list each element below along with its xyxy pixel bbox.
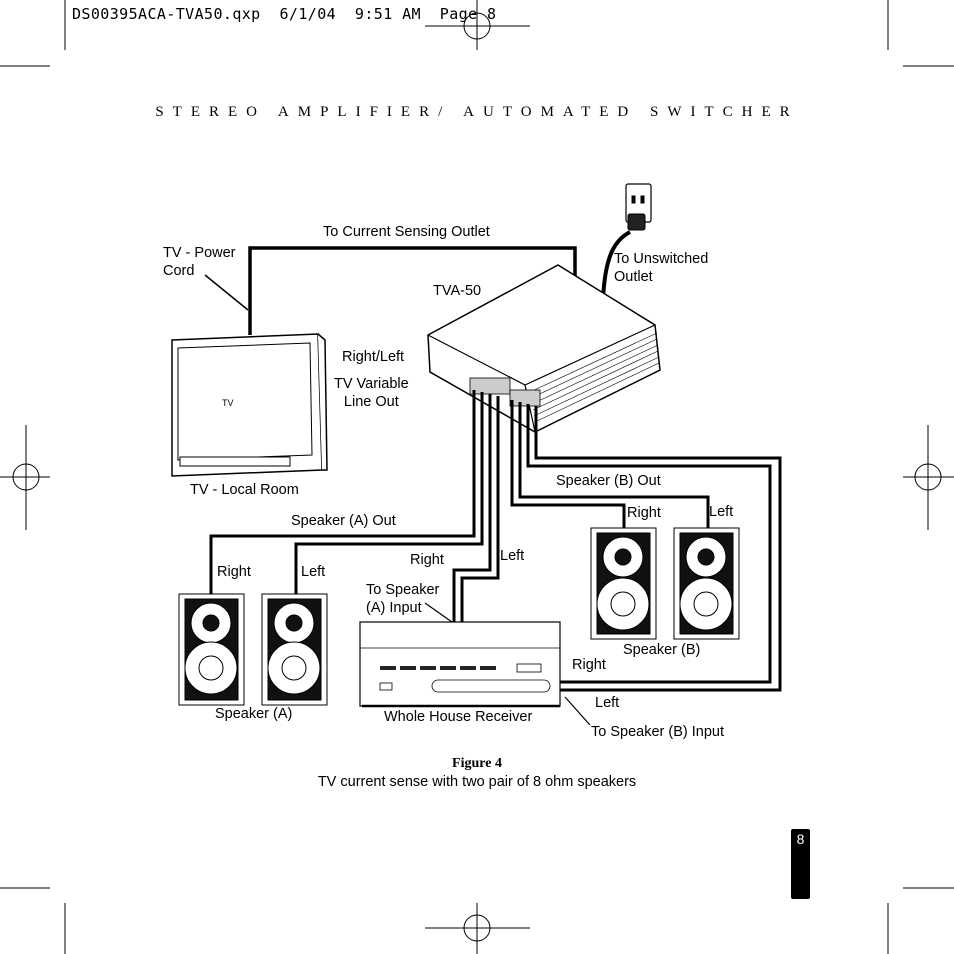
- label-tv-local-room: TV - Local Room: [190, 482, 299, 498]
- page-number: 8: [796, 831, 805, 847]
- label-right-a: Right: [217, 564, 251, 580]
- label-to-speaker-b-input: To Speaker (B) Input: [591, 724, 724, 740]
- label-tv-power-cord: TV - Power Cord: [163, 245, 236, 279]
- label-whole-house-receiver: Whole House Receiver: [384, 709, 533, 725]
- figure-caption: TV current sense with two pair of 8 ohm …: [317, 774, 637, 790]
- tv-set: [171, 333, 328, 477]
- label-to-current-sensing-outlet: To Current Sensing Outlet: [323, 224, 490, 240]
- label-right-b-top: Right: [627, 505, 661, 521]
- label-right-left: Right/Left: [342, 349, 405, 365]
- speaker-a-right: [178, 593, 245, 706]
- speaker-b-right: [590, 527, 657, 640]
- power-cord-unswitched: [601, 230, 632, 301]
- label-speaker-a: Speaker (A): [215, 706, 293, 722]
- label-speaker-a-out: Speaker (A) Out: [291, 513, 396, 529]
- label-tv: TV: [222, 398, 234, 408]
- speaker-a-left: [261, 593, 328, 706]
- label-tva50: TVA-50: [433, 283, 482, 299]
- wall-outlet: [625, 183, 652, 231]
- label-tv-variable-line-out: TV Variable Line Out: [334, 376, 409, 410]
- page-header: STEREO AMPLIFIER/ AUTOMATED SWITCHER: [155, 104, 799, 120]
- receiver-input-wires: [452, 394, 500, 622]
- label-right-receiver: Right: [410, 552, 444, 568]
- figure-title: Figure 4: [452, 756, 502, 771]
- label-speaker-b-out: Speaker (B) Out: [556, 473, 661, 489]
- speaker-a-wires: [209, 390, 484, 594]
- whole-house-receiver: [359, 621, 561, 708]
- label-left-b-top: Left: [709, 504, 734, 520]
- label-left-a: Left: [301, 564, 326, 580]
- page-number-tab: 8: [791, 829, 810, 899]
- receiver-b-input-wires: [526, 404, 782, 692]
- speaker-a-input-leader: [424, 602, 453, 623]
- speaker-b-left: [673, 527, 740, 640]
- tv-power-cord-leader: [204, 274, 249, 311]
- label-left-receiver: Left: [500, 548, 525, 564]
- label-to-speaker-a-input: To Speaker (A) Input: [366, 582, 440, 616]
- label-right-b-bottom: Right: [572, 657, 606, 673]
- speaker-b-input-leader: [564, 696, 591, 726]
- slug-line: DS00395ACA-TVA50.qxp 6/1/04 9:51 AM Page…: [72, 5, 497, 23]
- label-speaker-b: Speaker (B): [623, 642, 701, 658]
- label-left-b-bottom: Left: [595, 695, 620, 711]
- tva50-amplifier: [427, 264, 661, 433]
- speaker-b-wires: [510, 400, 710, 528]
- label-to-unswitched-outlet: To Unswitched Outlet: [614, 251, 709, 285]
- current-sensing-cable: [248, 246, 577, 335]
